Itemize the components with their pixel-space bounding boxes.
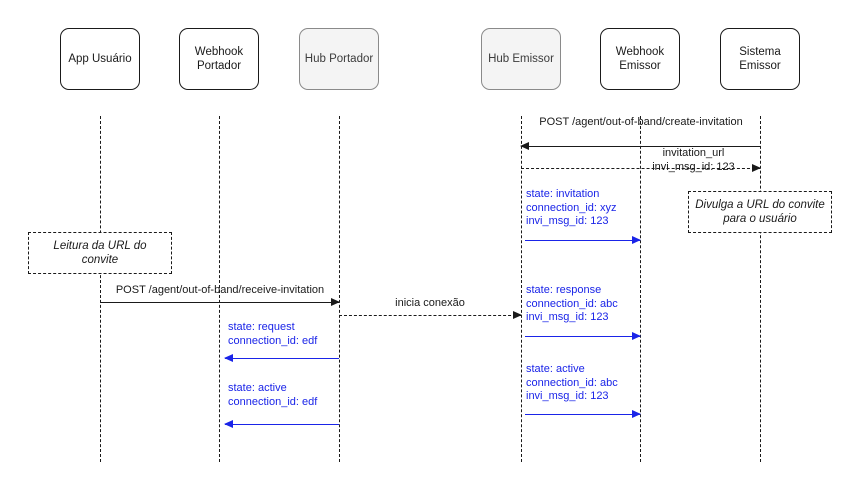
participant-app-usuario[interactable]: App Usuário bbox=[60, 28, 140, 90]
participant-label: Hub Portador bbox=[304, 53, 374, 65]
note-text: Leitura da URL do convite bbox=[53, 239, 147, 267]
participant-sistema-emissor[interactable]: Sistema Emissor bbox=[720, 28, 800, 90]
participant-label: Sistema Emissor bbox=[739, 46, 781, 72]
arrowhead-right-icon bbox=[632, 331, 641, 340]
note-leitura-url: Leitura da URL do convite bbox=[28, 232, 172, 274]
participant-hub-portador[interactable]: Hub Portador bbox=[299, 28, 379, 90]
message-label-create-invitation: POST /agent/out-of-band/create-invitatio… bbox=[539, 116, 743, 128]
arrowhead-right-icon bbox=[632, 409, 641, 418]
lifeline-hub-portador bbox=[339, 116, 340, 462]
note-divulga-url: Divulga a URL do convite para o usuário bbox=[688, 191, 832, 233]
lifeline-sistema-emissor bbox=[760, 116, 761, 462]
message-label-webhook-invitation: state: invitation connection_id: xyz inv… bbox=[526, 188, 617, 227]
message-label-webhook-active-emissor: state: active connection_id: abc invi_ms… bbox=[526, 363, 618, 402]
arrowhead-right-icon bbox=[632, 235, 641, 244]
participant-webhook-emissor[interactable]: Webhook Emissor bbox=[600, 28, 680, 90]
message-label-webhook-active-portador: state: active connection_id: edf bbox=[228, 382, 318, 408]
message-label-webhook-request-portador: state: request connection_id: edf bbox=[228, 321, 318, 347]
participant-label: Webhook Emissor bbox=[615, 46, 665, 72]
note-text: Divulga a URL do convite para o usuário bbox=[695, 198, 825, 226]
participant-hub-emissor[interactable]: Hub Emissor bbox=[481, 28, 561, 90]
participant-webhook-portador[interactable]: Webhook Portador bbox=[179, 28, 259, 90]
arrowhead-left-icon bbox=[520, 141, 529, 150]
arrowhead-right-icon bbox=[752, 163, 761, 172]
participant-label: Hub Emissor bbox=[488, 53, 554, 65]
lifeline-app-usuario bbox=[100, 116, 101, 462]
lifeline-hub-emissor bbox=[521, 116, 522, 462]
arrowhead-left-icon bbox=[224, 419, 233, 428]
message-label-webhook-response-emissor: state: response connection_id: abc invi_… bbox=[526, 284, 618, 323]
message-label-invitation-url-response: invitation_url invi_msg_id: 123 bbox=[652, 147, 735, 173]
arrowhead-left-icon bbox=[224, 353, 233, 362]
message-label-inicia-conexao: inicia conexão bbox=[395, 297, 465, 309]
participant-label: App Usuário bbox=[68, 53, 132, 65]
lifeline-webhook-portador bbox=[219, 116, 220, 462]
arrowhead-right-icon bbox=[331, 297, 340, 306]
lifeline-webhook-emissor bbox=[640, 116, 641, 462]
participant-label: Webhook Portador bbox=[194, 46, 244, 72]
message-label-receive-invitation: POST /agent/out-of-band/receive-invitati… bbox=[115, 284, 325, 296]
arrowhead-right-icon bbox=[513, 310, 522, 319]
